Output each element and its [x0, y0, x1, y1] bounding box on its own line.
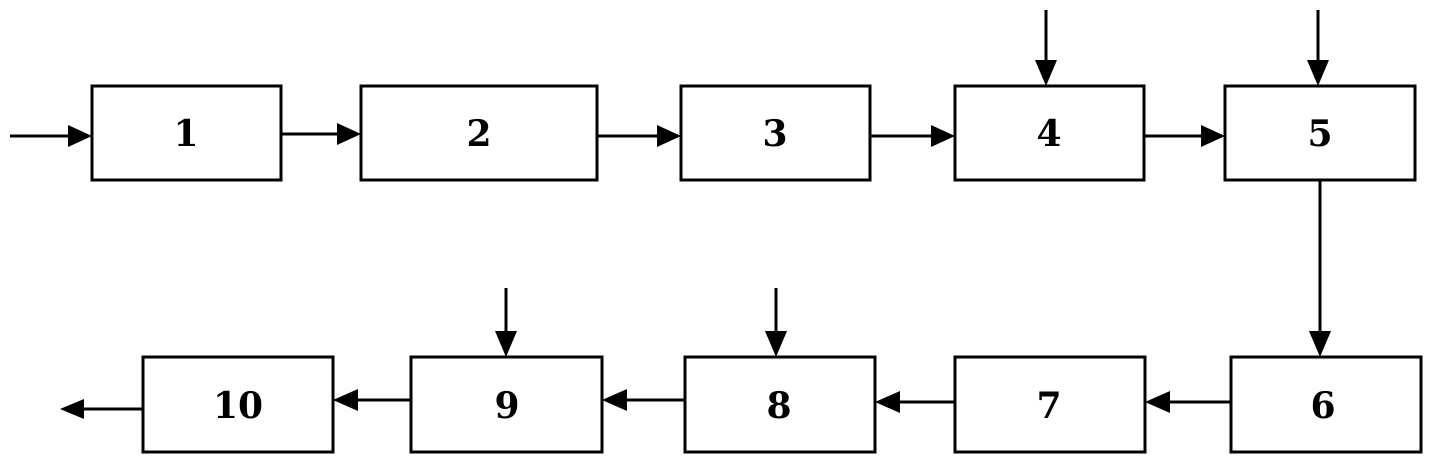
arrow-2-to-3 — [597, 125, 681, 147]
block-10-label: 10 — [213, 385, 263, 427]
block-3-label: 3 — [762, 113, 787, 155]
output-arrow-10 — [60, 399, 143, 419]
arrow-6-to-7 — [1145, 391, 1231, 413]
input-arrow-9 — [495, 288, 517, 357]
block-8-label: 8 — [766, 385, 791, 427]
arrow-8-to-9 — [602, 389, 685, 411]
block-4-label: 4 — [1036, 113, 1061, 155]
block-7-label: 7 — [1036, 385, 1061, 427]
input-arrow-1 — [10, 125, 92, 147]
arrow-7-to-8 — [875, 391, 955, 413]
block-1-label: 1 — [173, 113, 198, 155]
block-2-label: 2 — [466, 113, 491, 155]
input-arrow-8 — [765, 288, 787, 357]
block-9-label: 9 — [494, 385, 519, 427]
block-3: 3 — [679, 84, 872, 182]
block-6: 6 — [1229, 355, 1423, 454]
arrow-3-to-4 — [870, 125, 955, 147]
block-10: 10 — [141, 355, 335, 454]
arrow-5-to-6 — [1309, 180, 1331, 357]
block-4: 4 — [953, 84, 1146, 182]
input-arrow-5 — [1307, 10, 1329, 86]
block-2: 2 — [359, 84, 599, 182]
block-9: 9 — [409, 355, 604, 454]
block-5: 5 — [1223, 84, 1417, 182]
block-6-label: 6 — [1310, 385, 1335, 427]
arrow-4-to-5 — [1144, 125, 1225, 147]
arrow-9-to-10 — [333, 389, 411, 411]
block-7: 7 — [953, 355, 1147, 454]
arrow-1-to-2 — [281, 123, 361, 145]
block-5-label: 5 — [1307, 113, 1332, 155]
input-arrow-4 — [1035, 10, 1057, 86]
block-1: 1 — [90, 84, 283, 182]
block-8: 8 — [683, 355, 877, 454]
